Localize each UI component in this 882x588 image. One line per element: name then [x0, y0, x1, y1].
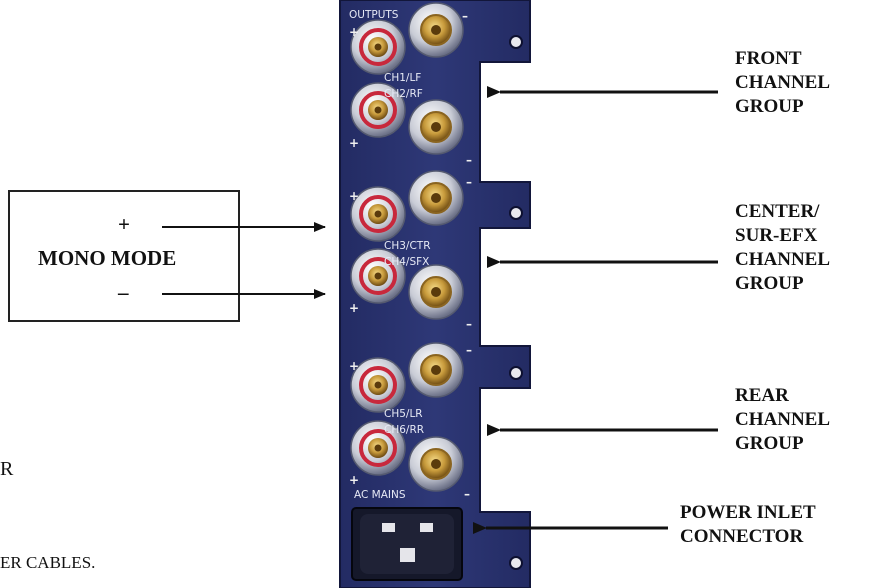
ch2-label: CH2/RF	[384, 88, 423, 100]
terminal-ch2-positive	[350, 82, 406, 138]
mono-mode-box	[8, 190, 240, 322]
plus-mark: +	[349, 473, 359, 487]
ch4-label: CH4/SFX	[384, 256, 429, 268]
ch6-label: CH6/RR	[384, 424, 424, 436]
minus-mark: –	[464, 487, 470, 501]
ac-inlet-connector	[351, 507, 463, 581]
minus-mark: –	[462, 9, 468, 23]
terminal-ch5-negative	[408, 342, 464, 398]
minus-mark: –	[466, 343, 472, 357]
terminal-ch6-negative	[408, 436, 464, 492]
label-line: SUR-EFX	[735, 225, 818, 246]
cutoff-text-cables: ER CABLES.	[0, 553, 96, 572]
ch3-label: CH3/CTR	[384, 240, 431, 252]
label-line: CHANNEL	[735, 409, 831, 430]
minus-mark: –	[466, 153, 472, 167]
terminal-ch3-positive	[350, 186, 406, 242]
terminal-ch1-negative	[408, 2, 464, 58]
ch5-label: CH5/LR	[384, 408, 423, 420]
plus-mark: +	[349, 359, 359, 373]
terminal-ch6-positive	[350, 420, 406, 476]
label-line: POWER INLET	[680, 502, 816, 523]
mono-plus-sign: +	[118, 212, 130, 236]
center-channel-group-label: CENTER/ SUR-EFX CHANNEL GROUP	[735, 200, 830, 296]
label-line: REAR	[735, 385, 789, 406]
terminal-ch2-negative	[408, 99, 464, 155]
terminal-ch1-positive	[350, 19, 406, 75]
label-line: GROUP	[735, 273, 804, 294]
plus-mark: +	[349, 301, 359, 315]
label-line: CHANNEL	[735, 249, 831, 270]
minus-mark: –	[466, 175, 472, 189]
label-line: GROUP	[735, 433, 804, 454]
label-line: FRONT	[735, 48, 802, 69]
plus-mark: +	[349, 189, 359, 203]
ac-mains-label: AC MAINS	[354, 489, 406, 501]
plus-mark: +	[349, 136, 359, 150]
mono-minus-sign: –	[118, 280, 129, 304]
terminal-ch4-negative	[408, 264, 464, 320]
front-channel-group-label: FRONT CHANNEL GROUP	[735, 47, 830, 119]
power-inlet-connector-label: POWER INLET CONNECTOR	[680, 501, 816, 549]
label-line: CONNECTOR	[680, 526, 804, 547]
label-line: CENTER/	[735, 201, 820, 222]
minus-mark: –	[466, 317, 472, 331]
terminal-ch5-positive	[350, 357, 406, 413]
binding-posts	[350, 2, 464, 492]
rear-channel-group-label: REAR CHANNEL GROUP	[735, 384, 830, 456]
terminal-ch4-positive	[350, 248, 406, 304]
label-line: CHANNEL	[735, 72, 831, 93]
plus-mark: +	[349, 25, 359, 39]
label-line: GROUP	[735, 96, 804, 117]
mounting-holes	[509, 35, 523, 570]
cutoff-text-r: R	[0, 458, 14, 480]
outputs-label: OUTPUTS	[349, 9, 399, 21]
ch1-label: CH1/LF	[384, 72, 421, 84]
mono-mode-title: MONO MODE	[38, 246, 177, 270]
terminal-ch3-negative	[408, 170, 464, 226]
